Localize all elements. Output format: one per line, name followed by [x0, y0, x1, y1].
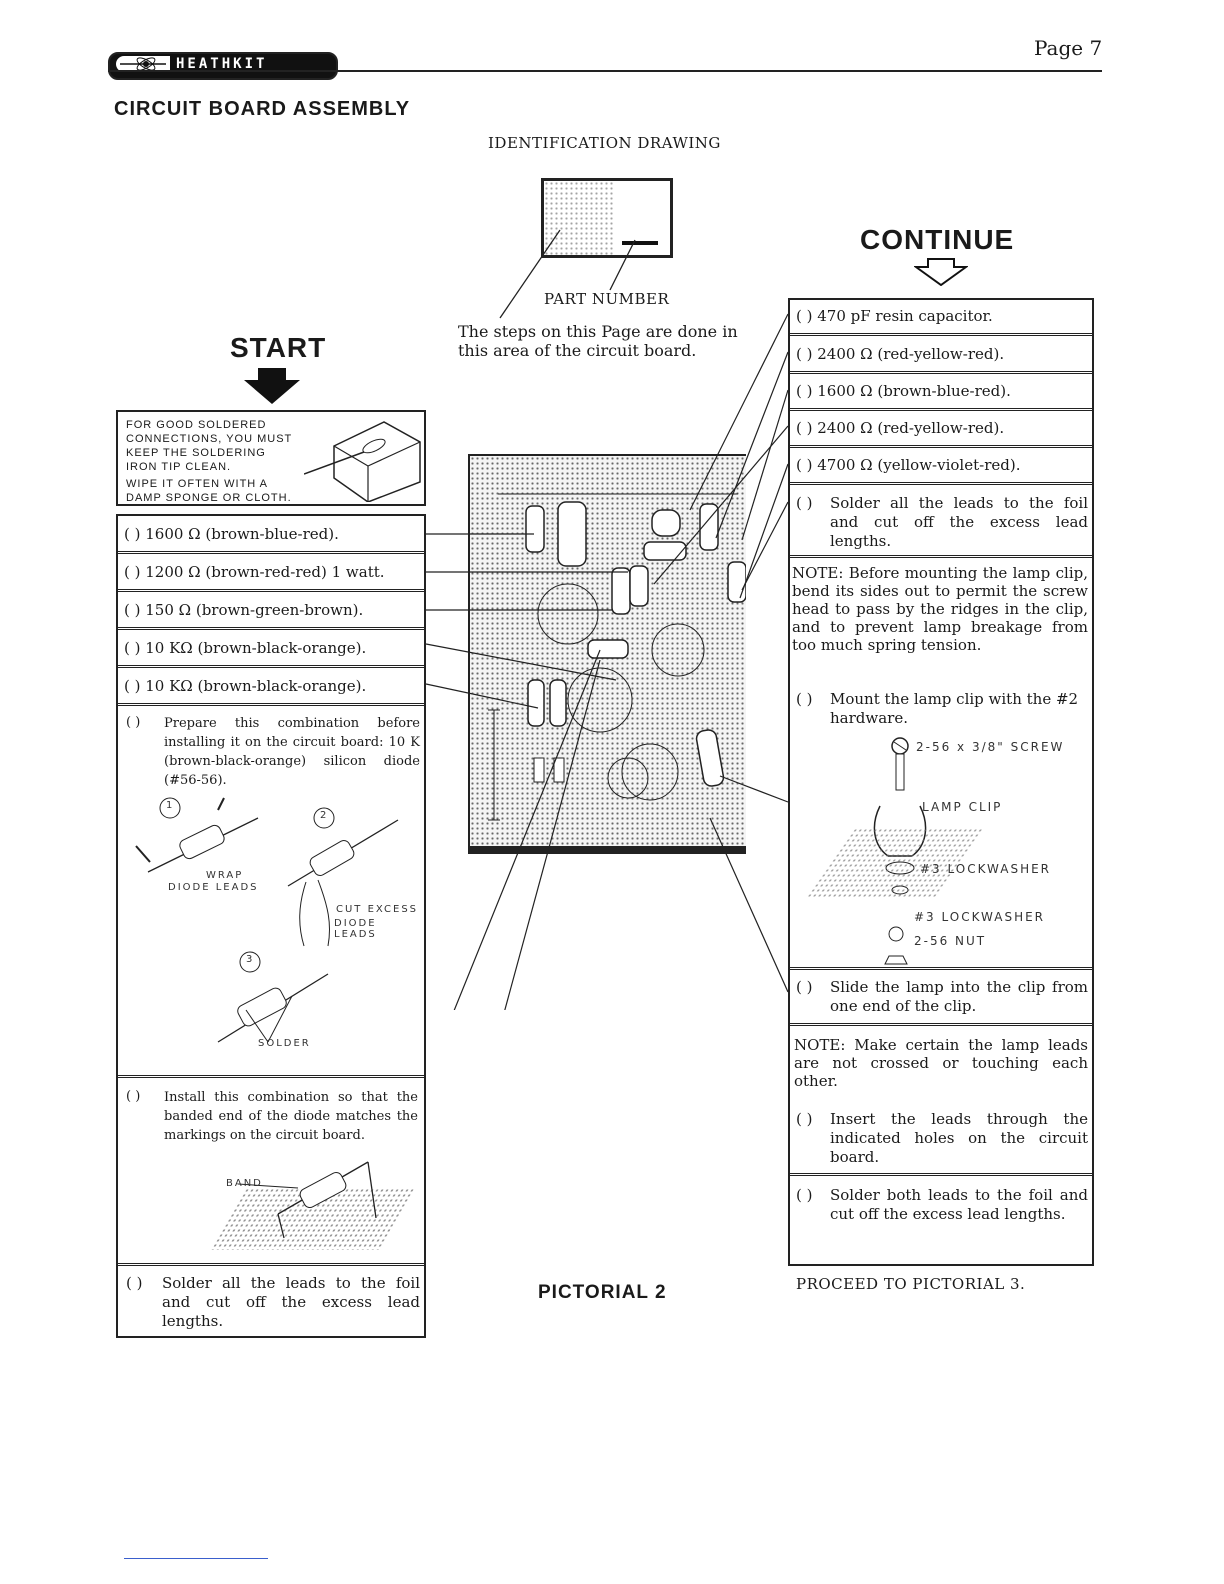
leader-lines — [425, 313, 789, 1010]
left-final-text: Solder all the leads to the foil and cut… — [162, 1274, 420, 1330]
continue-arrow-icon — [914, 258, 968, 286]
cut-label-2: DIODE LEADS — [334, 918, 377, 940]
cut-label-1: CUT EXCESS — [336, 904, 419, 915]
nut-label: 2-56 NUT — [914, 934, 987, 948]
left-step-1[interactable]: ( ) 1600 Ω (brown-blue-red). — [118, 516, 424, 554]
board-edge — [468, 846, 746, 854]
insert-section: NOTE: Make certain the lamp leads are no… — [790, 1026, 1092, 1176]
right-steps-box: ( ) 470 pF resin capacitor. ( ) 2400 Ω (… — [788, 298, 1094, 1266]
proceed-label: PROCEED TO PICTORIAL 3. — [796, 1275, 1026, 1293]
tip-line-1: FOR GOOD SOLDERED — [126, 419, 267, 431]
insert-checkbox[interactable]: ( ) — [796, 1110, 813, 1128]
band-label: BAND — [226, 1178, 263, 1189]
prepare-text: Prepare this combination before installi… — [164, 716, 420, 788]
continue-label: CONTINUE — [860, 224, 1015, 255]
right-step-4[interactable]: ( ) 2400 Ω (red-yellow-red). — [790, 411, 1092, 448]
identification-note-2: this area of the circuit board. — [458, 341, 697, 360]
prepare-step[interactable]: ( ) Prepare this combination before inst… — [118, 708, 424, 1078]
wrap-label-2: DIODE LEADS — [168, 882, 259, 893]
right-solder-checkbox[interactable]: ( ) — [796, 494, 813, 512]
tip-line-3: KEEP THE SOLDERING — [126, 447, 266, 459]
install-step[interactable]: ( ) Install this combination so that the… — [118, 1078, 424, 1266]
tip-line-2: CONNECTIONS, YOU MUST — [126, 433, 293, 445]
section-title: CIRCUIT BOARD ASSEMBLY — [114, 98, 411, 120]
install-text: Install this combination so that the ban… — [164, 1090, 418, 1143]
tip-line-5: WIPE IT OFTEN WITH A — [126, 478, 269, 490]
lockwasher-1-label: #3 LOCKWASHER — [920, 862, 1052, 876]
tip-line-6: DAMP SPONGE OR CLOTH. — [126, 492, 292, 504]
screw-label: 2-56 x 3/8" SCREW — [916, 740, 1065, 754]
right-step-5[interactable]: ( ) 4700 Ω (yellow-violet-red). — [790, 448, 1092, 485]
left-step-5[interactable]: ( ) 10 KΩ (brown-black-orange). — [118, 668, 424, 706]
right-step-2[interactable]: ( ) 2400 Ω (red-yellow-red). — [790, 337, 1092, 374]
right-step-3[interactable]: ( ) 1600 Ω (brown-blue-red). — [790, 374, 1092, 411]
wrap-label-1: WRAP — [206, 870, 244, 881]
page-number: Page 7 — [1034, 36, 1103, 60]
identification-note-1: The steps on this Page are done in — [458, 322, 738, 341]
header-rule — [108, 70, 1102, 72]
right-solder-text: Solder all the leads to the foil and cut… — [830, 494, 1088, 550]
slide-checkbox[interactable]: ( ) — [796, 978, 813, 996]
logo-text: HEATHKIT — [176, 56, 268, 72]
circle-2-label: 2 — [320, 810, 327, 821]
mount-section: NOTE: Before mounting the lamp clip, ben… — [790, 558, 1092, 970]
right-solder-step[interactable]: ( ) Solder all the leads to the foil and… — [790, 486, 1092, 558]
lockwasher-2-label: #3 LOCKWASHER — [914, 910, 1046, 924]
sponge-iron-icon — [304, 421, 421, 502]
left-step-4[interactable]: ( ) 10 KΩ (brown-black-orange). — [118, 630, 424, 668]
start-arrow-icon — [244, 368, 300, 404]
prepare-checkbox[interactable]: ( ) — [126, 715, 141, 730]
solder-both-step[interactable]: ( ) Solder both leads to the foil and cu… — [790, 1176, 1092, 1264]
insert-text: Insert the leads through the indicated h… — [830, 1110, 1088, 1166]
start-label: START — [230, 332, 327, 363]
heathkit-logo: HEATHKIT — [108, 52, 338, 80]
soldering-tip-box: FOR GOOD SOLDERED CONNECTIONS, YOU MUST … — [116, 410, 426, 506]
board-components — [488, 493, 746, 821]
mount-text: Mount the lamp clip with the #2 hardware… — [830, 690, 1079, 727]
mount-checkbox[interactable]: ( ) — [796, 690, 813, 708]
circle-3-label: 3 — [246, 954, 253, 965]
lamp-clip-note: NOTE: Before mounting the lamp clip, ben… — [792, 564, 1088, 654]
part-number-label: PART NUMBER — [544, 290, 670, 308]
solder-label: SOLDER — [258, 1038, 311, 1049]
solder-both-text: Solder both leads to the foil and cut of… — [830, 1186, 1088, 1223]
logo-atom-icon — [116, 56, 170, 72]
diode-prep-illustration — [135, 797, 399, 1043]
diode-install-illustration — [238, 1161, 377, 1239]
circle-1-label: 1 — [166, 800, 173, 811]
left-step-3[interactable]: ( ) 150 Ω (brown-green-brown). — [118, 592, 424, 630]
install-checkbox[interactable]: ( ) — [126, 1089, 141, 1104]
identification-board — [541, 178, 673, 258]
lamp-leads-note: NOTE: Make certain the lamp leads are no… — [794, 1036, 1088, 1090]
footer-rule — [124, 1558, 268, 1559]
lamp-clip-label: LAMP CLIP — [922, 800, 1003, 814]
identification-title: IDENTIFICATION DRAWING — [488, 134, 721, 152]
solder-both-checkbox[interactable]: ( ) — [796, 1186, 813, 1204]
tip-line-4: IRON TIP CLEAN. — [126, 461, 232, 473]
pictorial-label: PICTORIAL 2 — [538, 1282, 667, 1303]
slide-text: Slide the lamp into the clip from one en… — [830, 978, 1088, 1015]
left-steps-box: ( ) 1600 Ω (brown-blue-red). ( ) 1200 Ω … — [116, 514, 426, 1338]
left-step-2[interactable]: ( ) 1200 Ω (brown-red-red) 1 watt. — [118, 554, 424, 592]
left-final-checkbox[interactable]: ( ) — [126, 1274, 143, 1292]
part-number-leader — [499, 229, 636, 319]
left-final-step[interactable]: ( ) Solder all the leads to the foil and… — [118, 1268, 424, 1336]
slide-step[interactable]: ( ) Slide the lamp into the clip from on… — [790, 970, 1092, 1026]
right-step-1[interactable]: ( ) 470 pF resin capacitor. — [790, 300, 1092, 336]
